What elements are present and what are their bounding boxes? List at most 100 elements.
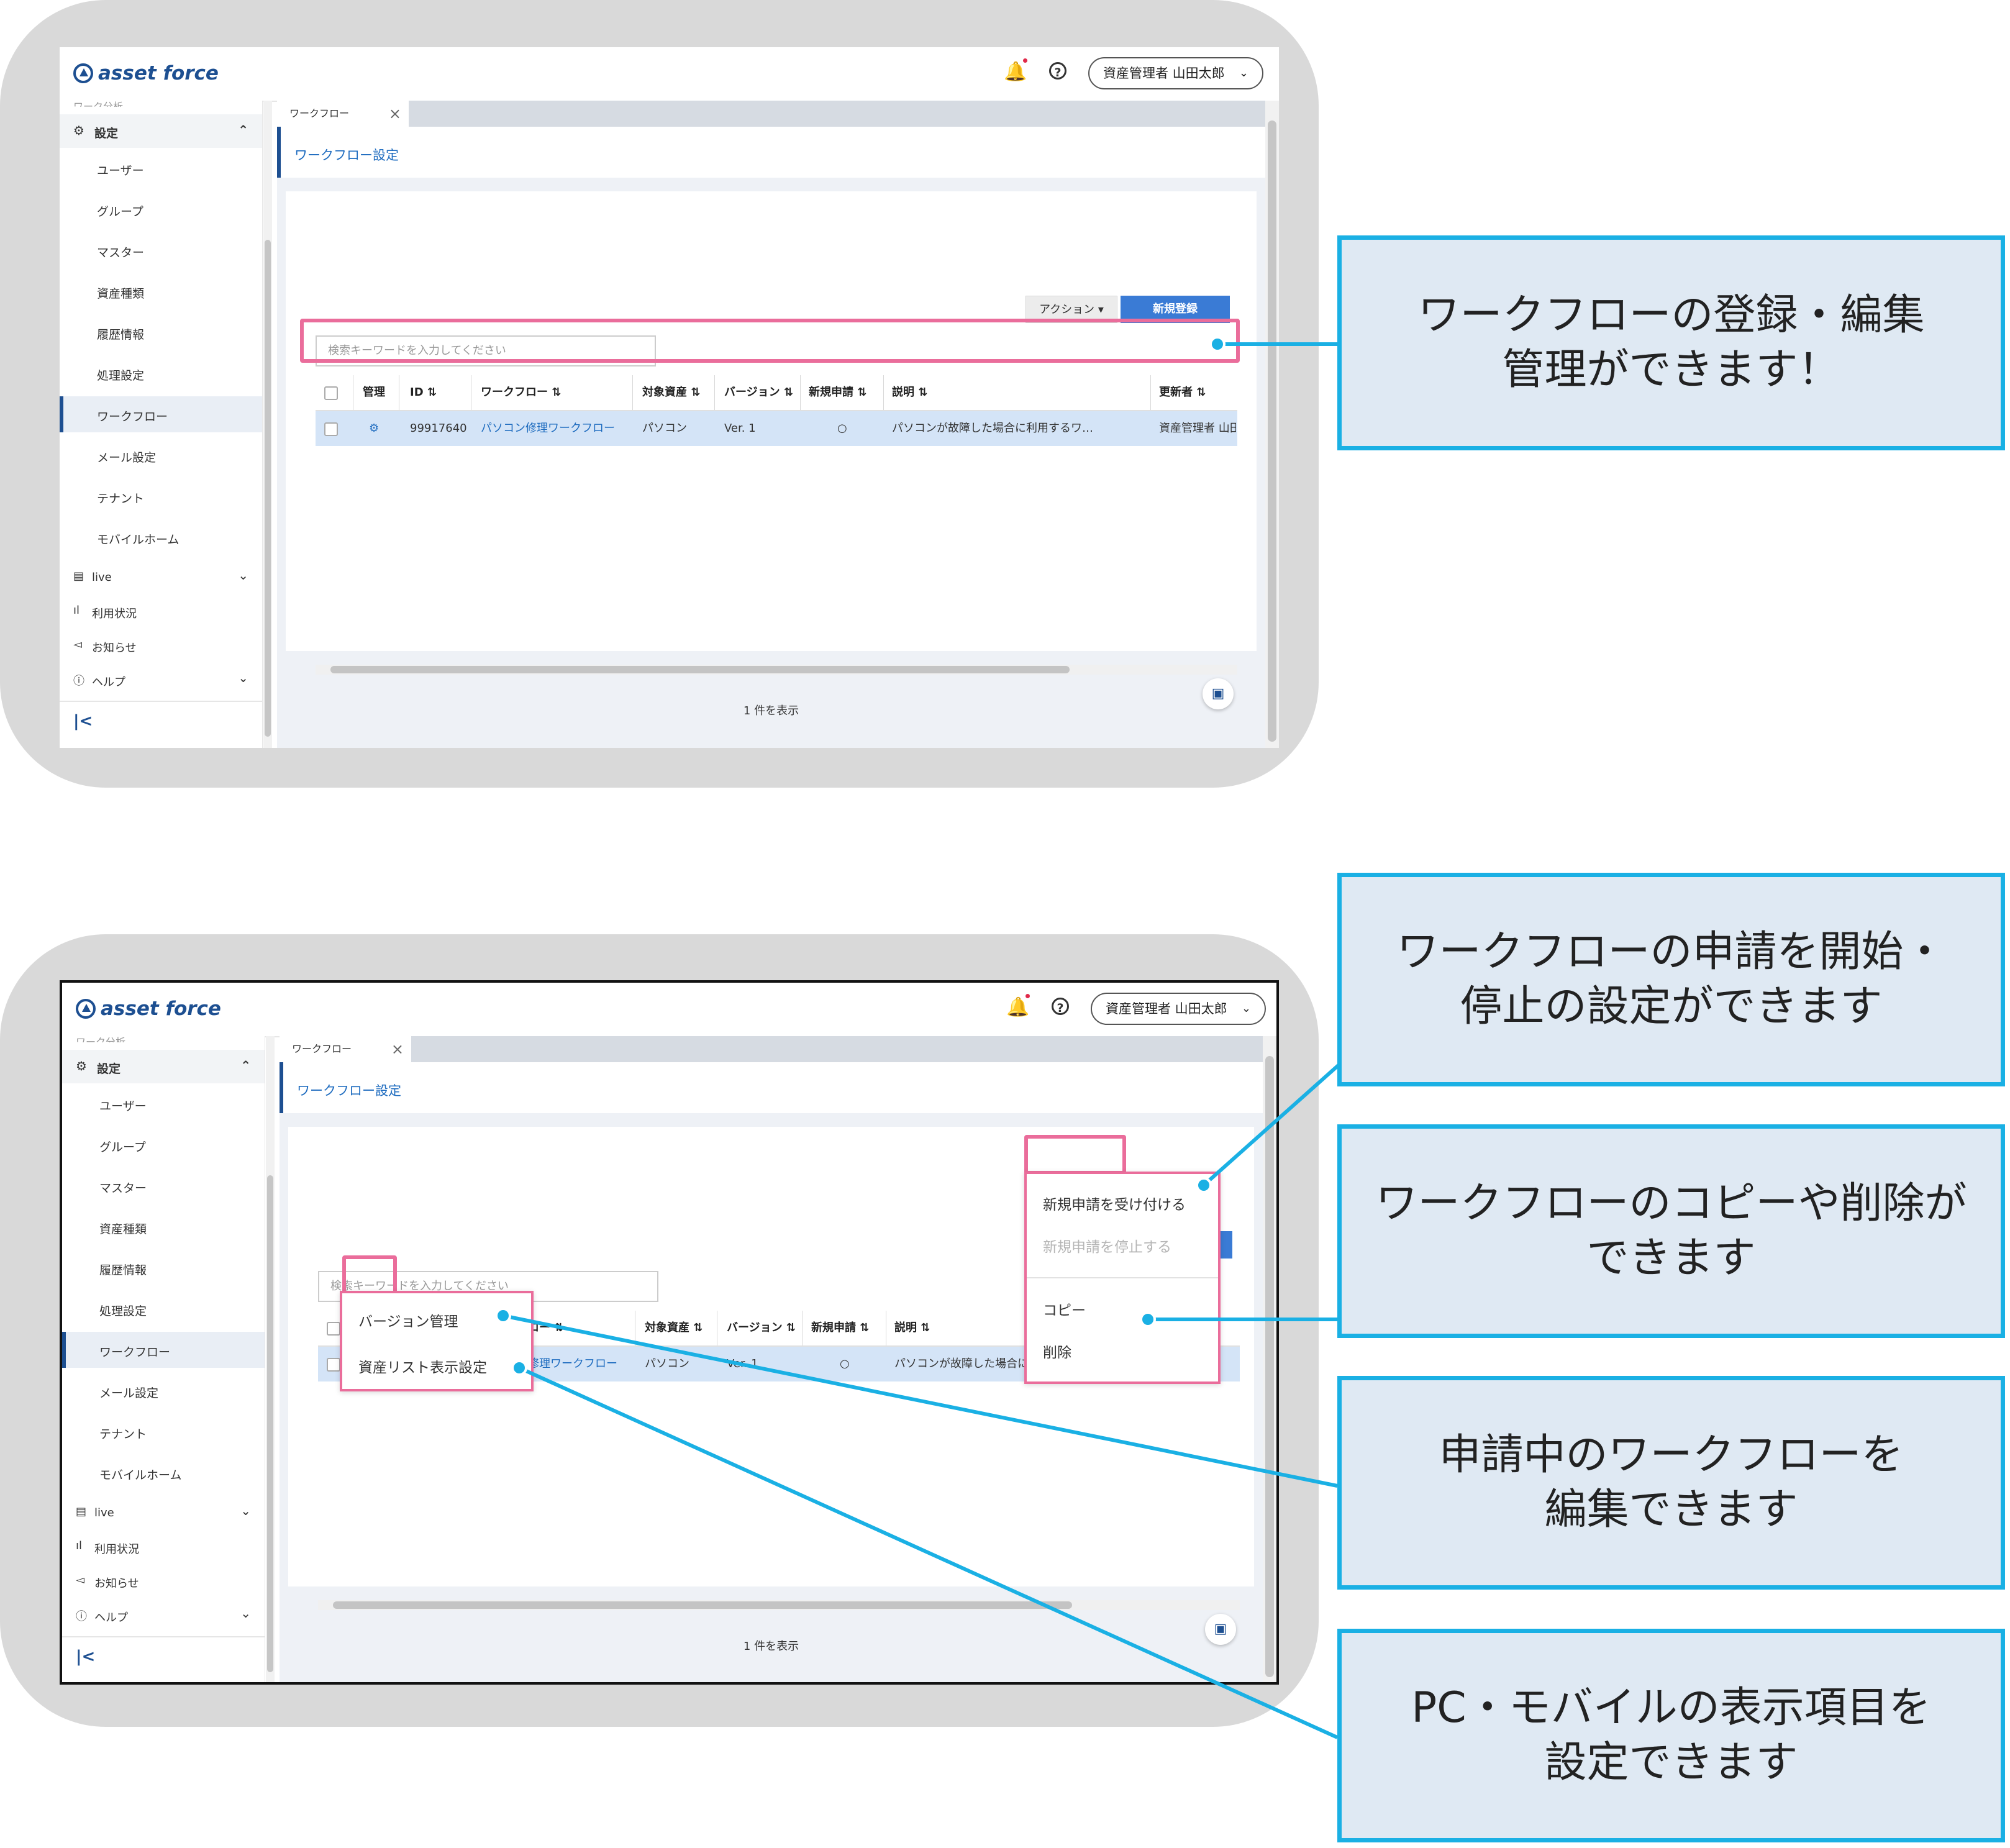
page-title-bar: ワークフロー設定 xyxy=(280,1062,1263,1113)
gear-icon: ⚙ xyxy=(76,1058,87,1073)
main-scroll-thumb[interactable] xyxy=(1268,121,1276,742)
sidebar-scroll-thumb[interactable] xyxy=(265,240,271,737)
sidebar-item-asset-types[interactable]: 資産種類 xyxy=(99,1222,147,1236)
collapse-sidebar-icon[interactable]: |< xyxy=(76,1647,96,1666)
app-header: asset force 🔔 ? 資産管理者 山田太郎⌄ xyxy=(60,47,1279,102)
menu-item-accept-requests[interactable]: 新規申請を受け付ける xyxy=(1043,1197,1186,1213)
logo-icon xyxy=(76,999,96,1019)
help-icon[interactable]: ? xyxy=(1049,62,1066,80)
chevron-down-icon: ⌄ xyxy=(238,568,248,583)
sidebar-item-master[interactable]: マスター xyxy=(99,1181,147,1195)
chevron-down-icon: ⌄ xyxy=(1239,66,1248,80)
table-header: 管理 ID ⇅ ワークフロー ⇅ 対象資産 ⇅ バージョン ⇅ 新規申請 ⇅ 説… xyxy=(316,375,1237,411)
logo[interactable]: asset force xyxy=(73,62,219,84)
new-register-button[interactable]: 新規登録 xyxy=(1121,296,1230,323)
tab-workflow[interactable]: ワークフロー× xyxy=(277,101,409,127)
sidebar-item-processing[interactable]: 処理設定 xyxy=(97,369,145,383)
menu-item-delete[interactable]: 削除 xyxy=(1043,1345,1071,1361)
main-content: ワークフロー× ワークフロー設定 アクション ▾ 新規登録 検索キーワードを入力… xyxy=(277,101,1265,748)
tab-workflow[interactable]: ワークフロー× xyxy=(280,1036,411,1062)
sidebar-item-tenant[interactable]: テナント xyxy=(97,492,145,506)
sidebar-item-asset-types[interactable]: 資産種類 xyxy=(97,287,145,301)
manage-gear-icon[interactable]: ⚙ xyxy=(369,422,380,435)
collapse-sidebar-icon[interactable]: |< xyxy=(73,712,93,731)
scroll-thumb[interactable] xyxy=(330,666,1070,673)
callout-start-stop-requests: ワークフローの申請を開始・停止の設定ができます xyxy=(1337,873,2005,1086)
sidebar-item-processing[interactable]: 処理設定 xyxy=(99,1304,147,1318)
chat-icon: ▤ xyxy=(73,570,84,583)
help-circle-icon: ⓘ xyxy=(73,675,84,688)
sidebar-group-news[interactable]: ◅お知らせ xyxy=(73,638,137,655)
sidebar-item-mail[interactable]: メール設定 xyxy=(99,1386,159,1400)
gear-icon: ⚙ xyxy=(73,123,84,138)
sidebar: ワーク分析 ⚙設定⌃ ユーザー グループ マスター 資産種類 履歴情報 処理設定… xyxy=(60,101,263,748)
connector-dot xyxy=(511,1360,527,1376)
result-count: 1 件を表示 xyxy=(743,704,799,717)
sidebar-item-mobile-home[interactable]: モバイルホーム xyxy=(97,533,180,547)
sidebar-item-users[interactable]: ユーザー xyxy=(99,1099,147,1113)
megaphone-icon: ◅ xyxy=(76,1573,84,1586)
scroll-thumb[interactable] xyxy=(333,1601,1072,1609)
help-circle-icon: ⓘ xyxy=(76,1610,87,1623)
user-menu[interactable]: 資産管理者 山田太郎⌄ xyxy=(1088,57,1263,89)
sidebar-item-master[interactable]: マスター xyxy=(97,246,145,260)
logo[interactable]: asset force xyxy=(76,998,221,1020)
sidebar-item-tenant[interactable]: テナント xyxy=(99,1427,147,1441)
action-button[interactable]: アクション ▾ xyxy=(1025,296,1117,323)
menu-item-version-management[interactable]: バージョン管理 xyxy=(358,1314,458,1330)
sidebar-item-history[interactable]: 履歴情報 xyxy=(99,1263,147,1277)
chevron-down-icon: ⌄ xyxy=(238,670,248,685)
logo-icon xyxy=(73,63,93,83)
sidebar-item-workflow[interactable]: ワークフロー xyxy=(62,1332,265,1368)
callout-copy-delete: ワークフローのコピーや削除ができます xyxy=(1337,1124,2005,1338)
sidebar-section-settings[interactable]: ⚙設定⌃ xyxy=(62,1050,265,1083)
sidebar-item-mobile-home[interactable]: モバイルホーム xyxy=(99,1468,182,1482)
chevron-down-icon: ⌄ xyxy=(240,1503,251,1518)
select-all-checkbox[interactable] xyxy=(324,386,338,400)
sidebar-group-live[interactable]: ▤live⌄ xyxy=(73,568,248,584)
notification-dot xyxy=(1025,994,1030,998)
sidebar-item-history[interactable]: 履歴情報 xyxy=(97,328,145,342)
row-checkbox[interactable] xyxy=(324,422,338,436)
table-horizontal-scrollbar[interactable] xyxy=(316,665,1237,675)
menu-item-copy[interactable]: コピー xyxy=(1043,1303,1086,1319)
sidebar-item-cut: ワーク分析 xyxy=(76,1036,126,1042)
tab-bar: ワークフロー× xyxy=(277,101,1265,127)
connector-dot xyxy=(1209,336,1226,352)
sidebar-group-live[interactable]: ▤live⌄ xyxy=(76,1503,251,1519)
sidebar-item-cut: ワーク分析 xyxy=(73,101,124,107)
app-screen-1: asset force 🔔 ? 資産管理者 山田太郎⌄ ワーク分析 ⚙設定⌃ ユ… xyxy=(60,47,1279,748)
menu-item-asset-list-display[interactable]: 資産リスト表示設定 xyxy=(358,1360,487,1376)
chat-support-icon[interactable]: ▣ xyxy=(1205,1614,1236,1645)
close-icon[interactable]: × xyxy=(388,105,401,122)
sidebar-scroll-thumb[interactable] xyxy=(267,1175,273,1672)
bell-icon[interactable]: 🔔 xyxy=(1004,61,1027,83)
connector-dot xyxy=(1196,1177,1212,1193)
sidebar-group-news[interactable]: ◅お知らせ xyxy=(76,1573,139,1590)
sidebar-section-settings[interactable]: ⚙設定⌃ xyxy=(60,114,262,148)
workflow-link[interactable]: パソコン修理ワークフロー xyxy=(481,422,615,435)
user-menu[interactable]: 資産管理者 山田太郎⌄ xyxy=(1091,993,1266,1025)
callout-register-edit: ワークフローの登録・編集管理ができます！ xyxy=(1337,235,2005,450)
chat-support-icon[interactable]: ▣ xyxy=(1203,678,1234,709)
bell-icon[interactable]: 🔔 xyxy=(1006,996,1030,1018)
callout-edit-active-workflow: 申請中のワークフローを編集できます xyxy=(1337,1376,2005,1590)
sidebar-item-workflow[interactable]: ワークフロー xyxy=(60,396,262,432)
search-input[interactable]: 検索キーワードを入力してください xyxy=(316,335,656,366)
help-icon[interactable]: ? xyxy=(1052,998,1069,1015)
table-row[interactable]: ⚙ 99917640 パソコン修理ワークフロー パソコン Ver. 1 ○ パソ… xyxy=(316,411,1237,446)
bar-chart-icon: ıl xyxy=(73,604,80,617)
sidebar-item-groups[interactable]: グループ xyxy=(97,205,143,219)
megaphone-icon: ◅ xyxy=(73,638,82,651)
main-scroll-thumb[interactable] xyxy=(1265,1056,1274,1677)
sidebar-item-users[interactable]: ユーザー xyxy=(97,164,144,178)
table-horizontal-scrollbar[interactable] xyxy=(318,1600,1240,1610)
menu-item-stop-requests[interactable]: 新規申請を停止する xyxy=(1043,1239,1171,1255)
sidebar-item-groups[interactable]: グループ xyxy=(99,1140,146,1154)
close-icon[interactable]: × xyxy=(391,1040,404,1058)
sidebar-item-mail[interactable]: メール設定 xyxy=(97,451,157,465)
